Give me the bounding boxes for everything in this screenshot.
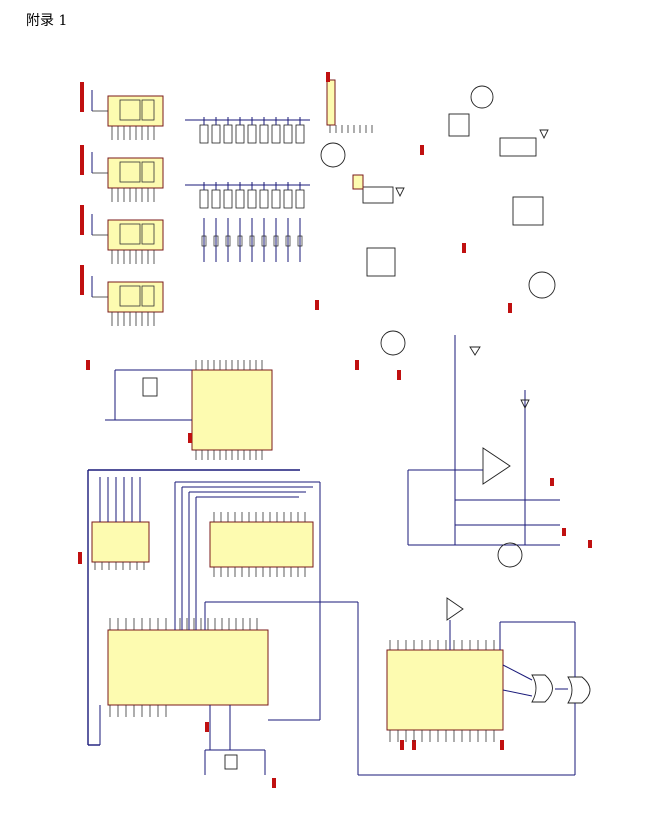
driver-array-top: [185, 117, 310, 262]
page-heading: 附录 1: [26, 13, 68, 29]
motor-section-1: [320, 79, 406, 356]
mcu-block: [87, 469, 575, 776]
seven-segment-display-group: [91, 90, 164, 326]
middle-left-chip: [105, 369, 273, 451]
adc-block: [386, 597, 591, 775]
power-labels: [78, 72, 592, 788]
opamp-sensor-circuit: [407, 335, 560, 568]
motor-section-2: [448, 85, 556, 299]
